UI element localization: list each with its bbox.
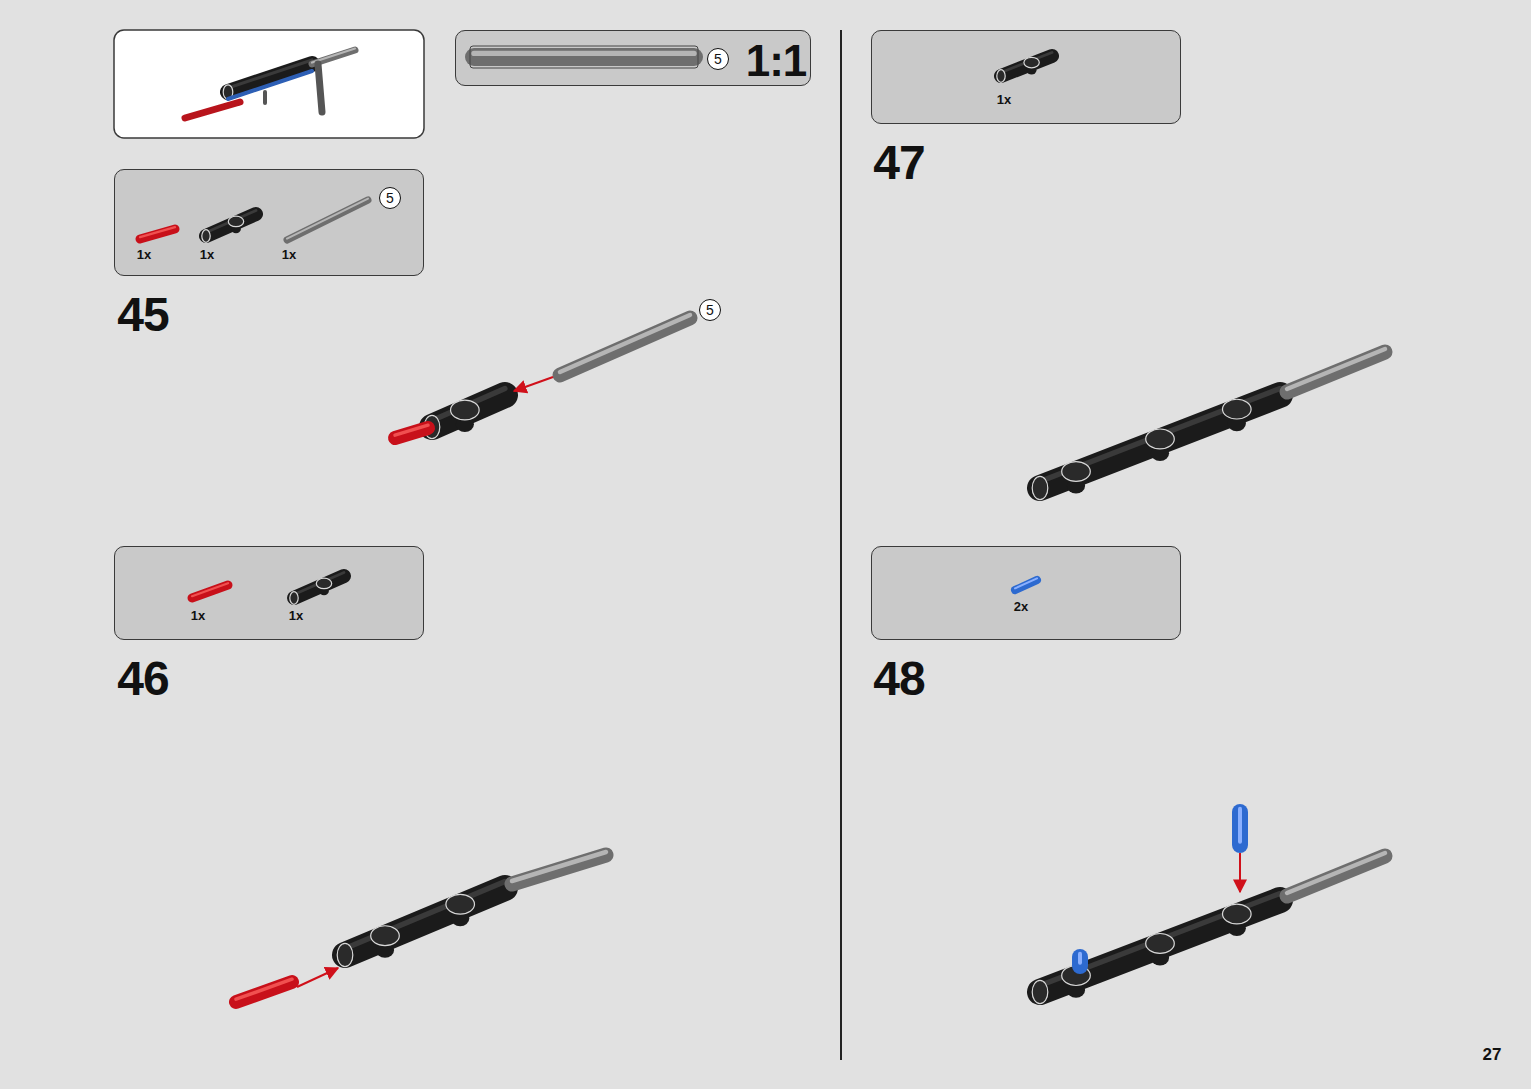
beam-end (1032, 476, 1048, 499)
beam-hole (1146, 934, 1175, 954)
page-number: 27 (1483, 1046, 1502, 1063)
parts-panel (114, 546, 424, 640)
callout-number: 5 (379, 187, 401, 209)
beam-end (337, 943, 353, 966)
assembly-arrow (1239, 853, 1241, 892)
axle-highlight (287, 199, 368, 239)
pin-part (140, 229, 175, 239)
callout-number: 5 (699, 299, 721, 321)
beam-part (1040, 395, 1280, 488)
quantity: 1x (200, 248, 214, 261)
pin-highlight (395, 425, 428, 435)
beam-hole (371, 926, 400, 946)
quantity: 1x (997, 93, 1011, 106)
pin-highlight (236, 979, 292, 999)
pin-highlight (140, 227, 175, 237)
beam-highlight (294, 573, 344, 595)
axle-highlight (512, 852, 606, 881)
pin-stub (263, 92, 267, 103)
beam-highlight (345, 882, 505, 949)
axle-part (1287, 352, 1385, 392)
scale-panel (455, 30, 811, 86)
axle-highlight (1287, 853, 1385, 893)
axle-highlight (312, 49, 355, 63)
quantity: 1x (137, 248, 151, 261)
step-number: 45 (117, 291, 168, 339)
axle-highlight (1287, 349, 1385, 389)
step-number: 47 (873, 139, 924, 187)
parts-panel: 2x48 (871, 546, 1181, 640)
beam-highlight (1040, 894, 1280, 986)
axle-part (1287, 856, 1385, 896)
beam-part (294, 576, 344, 598)
beam-hole (1062, 462, 1091, 482)
quantity: 2x (1014, 600, 1028, 613)
beam-part (206, 214, 256, 236)
beam-hole (316, 578, 331, 589)
beam-highlight (432, 389, 505, 421)
parts-panel: 5 1:1 (455, 30, 811, 86)
callout-number: 5 (707, 48, 729, 70)
beam-hole (451, 400, 480, 420)
bracket-part (318, 64, 322, 112)
step-number: 48 (873, 655, 924, 703)
parts-panel: 1x1x46 (114, 546, 424, 640)
assembly-arrow (514, 377, 553, 391)
beam-part (345, 888, 505, 955)
quantity: 1x (282, 248, 296, 261)
axle-part (512, 855, 606, 884)
axle-part (474, 48, 694, 66)
parts-panel: 1x47 (871, 30, 1181, 124)
beam-end (1032, 980, 1048, 1003)
assembly-arrow (297, 968, 338, 987)
beam-hole (1146, 429, 1175, 449)
quantity: 1x (191, 609, 205, 622)
beam-hole (446, 894, 475, 914)
axle-highlight (560, 315, 690, 372)
beam-part (1040, 900, 1280, 992)
pin-part (236, 982, 292, 1002)
pin-highlight (1238, 809, 1242, 842)
scale-label: 1:1 (746, 39, 807, 83)
beam-stripe (228, 71, 312, 99)
beam-hole (1223, 904, 1252, 924)
axle-part (560, 318, 690, 375)
beam-end (290, 592, 298, 605)
beam-end (202, 230, 210, 243)
quantity: 1x (289, 609, 303, 622)
beam-part (228, 64, 312, 92)
beam-end (997, 70, 1005, 83)
parts-panel (871, 546, 1181, 640)
pin-part (1015, 580, 1037, 590)
pin-highlight (1015, 578, 1037, 588)
submodel-box (114, 30, 424, 138)
axle-highlight (474, 51, 694, 56)
axle-outline (470, 46, 698, 68)
pin-part (192, 585, 228, 598)
axle-part (287, 200, 368, 240)
pin-highlight (1078, 954, 1082, 963)
beam-highlight (1001, 53, 1052, 73)
beam-hole (228, 216, 243, 227)
beam-highlight (206, 211, 256, 233)
step-number: 46 (117, 655, 168, 703)
beam-part (1001, 56, 1052, 76)
pin-highlight (192, 583, 228, 596)
beam-highlight (1040, 389, 1280, 482)
parts-panel: 1x1x1x545 (114, 169, 424, 276)
beam-hole (1223, 399, 1252, 419)
axle-red (185, 102, 240, 118)
parts-panel (114, 169, 424, 276)
parts-panel (871, 30, 1181, 124)
divider (840, 30, 842, 1060)
beam-hole (1024, 57, 1039, 68)
